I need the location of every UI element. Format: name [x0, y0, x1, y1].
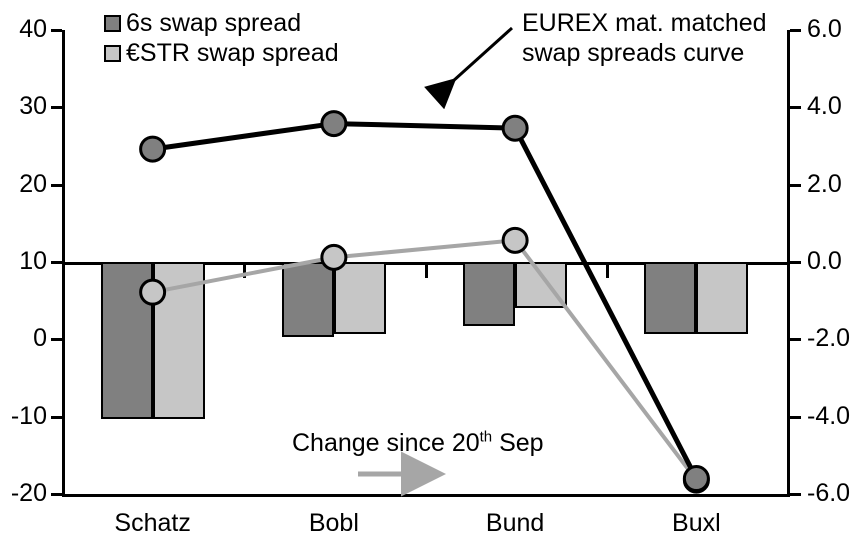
annotation-change-since: Change since 20th Sep [292, 428, 544, 458]
eurex-curve-line [152, 121, 699, 480]
estr-level-marker-buxl [682, 466, 710, 494]
y-axis-left-tick [51, 261, 62, 264]
y-axis-right-tick-label: 2.0 [807, 169, 842, 198]
legend-item-6s-swap-spread: 6s swap spread [104, 8, 339, 38]
y-axis-left-tick-label: 30 [19, 92, 47, 121]
legend-swatch-6s [104, 14, 121, 32]
x-axis-category-label: Bobl [308, 509, 359, 537]
y-axis-right-tick-label: -4.0 [807, 401, 851, 430]
y-axis-right-tick-label: 4.0 [807, 92, 842, 121]
y-axis-left-tick-label: -20 [10, 479, 47, 507]
annotation-eurex-line2: swap spreads curve [522, 39, 745, 67]
chart-legend: 6s swap spread €STR swap spread [104, 8, 339, 68]
x-axis-category-label: Bund [485, 509, 545, 537]
x-axis-separator-tick [605, 265, 609, 278]
y-axis-left-tick [51, 415, 62, 419]
bar-schatz-estr [152, 262, 205, 419]
x-axis-line [62, 494, 790, 497]
annotation-change-sup: th [479, 428, 493, 446]
y-axis-right-tick [790, 183, 801, 187]
y-axis-right-tick-label: 0.0 [807, 247, 842, 275]
eurex-pointer-arrow-icon [424, 26, 514, 110]
x-axis-separator-tick [62, 265, 65, 278]
y-axis-left-tick-label: -10 [10, 401, 47, 430]
bar-schatz-6s [100, 262, 153, 419]
eurex-curve-marker-bobl [320, 110, 348, 138]
bar-bobl-estr [333, 262, 386, 334]
x-axis-separator-tick [787, 265, 790, 278]
x-axis-category-label: Schatz [114, 509, 191, 537]
y-axis-left-tick [51, 338, 62, 342]
legend-label-estr: €STR swap spread [126, 38, 339, 67]
y-axis-right-tick [790, 106, 801, 110]
x-axis-separator-tick [424, 265, 428, 278]
legend-item-estr-swap-spread: €STR swap spread [104, 38, 339, 68]
y-axis-right-tick-label: -2.0 [807, 324, 851, 353]
estr-level-marker-bund [501, 226, 529, 254]
bar-buxl-estr [696, 262, 749, 334]
bar-bund-6s [463, 262, 516, 326]
bar-bobl-6s [281, 262, 334, 338]
y-axis-left-tick-label: 20 [19, 169, 47, 198]
annotation-change-prefix: Change since 20 [292, 429, 480, 457]
y-axis-right-tick [790, 29, 801, 32]
y-axis-right-tick [790, 338, 801, 342]
y-axis-right-tick [790, 493, 801, 496]
annotation-eurex-line1: EUREX mat. matched [522, 9, 767, 37]
y-axis-right-tick-label: -6.0 [807, 479, 851, 507]
y-axis-left-tick-label: 0 [33, 324, 47, 353]
x-axis-category-label: Buxl [672, 509, 721, 537]
bar-buxl-6s [644, 262, 697, 334]
annotation-change-suffix: Sep [492, 429, 544, 457]
y-axis-right-tick-label: 6.0 [807, 15, 842, 43]
annotation-eurex-curve: EUREX mat. matched swap spreads curve [522, 8, 767, 68]
y-axis-left-tick [51, 106, 62, 110]
y-axis-right-tick [790, 415, 801, 419]
y-axis-left-tick-label: 10 [19, 247, 47, 275]
legend-swatch-estr [104, 44, 121, 62]
x-axis-separator-tick [243, 265, 247, 278]
y-axis-left-tick [51, 29, 62, 32]
eurex-curve-marker-bund [501, 114, 529, 142]
y-axis-right-tick [790, 261, 801, 264]
bar-bund-estr [515, 262, 568, 309]
eurex-curve-marker-buxl [682, 465, 710, 493]
y-axis-left-tick [51, 493, 62, 496]
eurex-curve-marker-schatz [139, 135, 167, 163]
legend-label-6s: 6s swap spread [126, 8, 302, 37]
y-axis-left-tick-label: 40 [19, 15, 47, 43]
y-axis-left-tick [51, 183, 62, 187]
